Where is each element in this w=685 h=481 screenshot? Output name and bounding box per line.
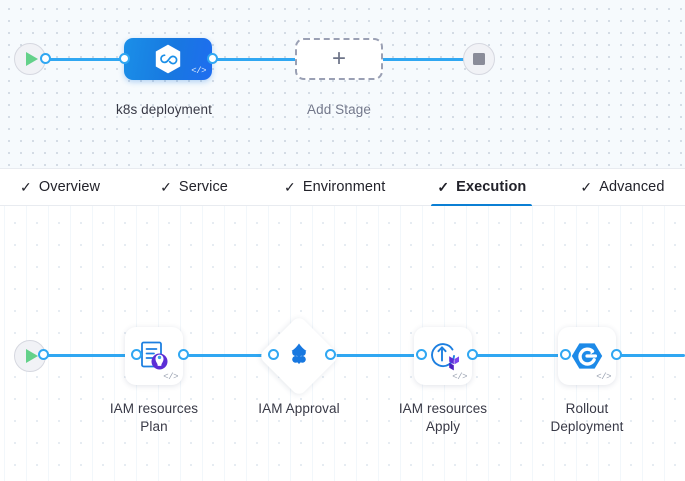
- exec-step-1-label: IAM resources Plan: [74, 400, 234, 436]
- exec-connector-4: [473, 354, 563, 357]
- execution-canvas[interactable]: </> IAM resources Plan: [0, 206, 685, 481]
- plus-icon: +: [331, 45, 346, 72]
- exec-step-2-input-port[interactable]: [268, 349, 279, 360]
- exec-step-1-input-port[interactable]: [131, 349, 142, 360]
- stage-node-input-port[interactable]: [119, 53, 130, 64]
- tab-execution-label: Execution: [456, 179, 527, 195]
- exec-start-port[interactable]: [38, 349, 49, 360]
- exec-step-4-input-port[interactable]: [560, 349, 571, 360]
- stop-icon: [473, 53, 485, 65]
- exec-step-4-label: Rollout Deployment: [507, 400, 667, 436]
- exec-step-4-label-line1: Rollout: [565, 401, 609, 416]
- exec-step-3-input-port[interactable]: [416, 349, 427, 360]
- tab-overview[interactable]: ✓ Overview: [4, 168, 116, 206]
- stage-node-k8s-deployment[interactable]: </>: [124, 38, 212, 80]
- exec-step-1-output-port[interactable]: [178, 349, 189, 360]
- stage-end-node[interactable]: [463, 43, 495, 75]
- exec-start-node[interactable]: [14, 340, 46, 372]
- stage-tabbar: ✓ Overview ✓ Service ✓ Environment ✓ Exe…: [0, 168, 685, 207]
- tab-execution[interactable]: ✓ Execution: [421, 168, 542, 207]
- play-icon: [25, 349, 38, 363]
- tab-service[interactable]: ✓ Service: [144, 168, 244, 206]
- rollout-deployment-icon: [570, 340, 604, 372]
- stage-connector-2: [212, 58, 300, 61]
- exec-step-4-code-badge: </>: [596, 372, 611, 382]
- exec-step-4-label-line2: Deployment: [550, 419, 624, 434]
- exec-step-1-code-badge: </>: [163, 372, 178, 382]
- stage-node-output-port[interactable]: [207, 53, 218, 64]
- exec-connector-1: [40, 354, 135, 357]
- add-stage-button[interactable]: +: [295, 38, 383, 80]
- harness-infinity-icon: [153, 43, 183, 75]
- stage-start-port[interactable]: [40, 53, 51, 64]
- exec-step-2-label: IAM Approval: [219, 400, 379, 418]
- approval-diamond-icon: [283, 340, 315, 372]
- stage-connector-3: [378, 58, 470, 61]
- exec-step-2-output-port[interactable]: [325, 349, 336, 360]
- check-icon: ✓: [283, 179, 296, 195]
- check-icon: ✓: [437, 179, 450, 195]
- stage-code-badge: </>: [191, 66, 206, 76]
- exec-step-iam-approval[interactable]: [257, 314, 341, 398]
- stage-connector-1: [42, 58, 132, 61]
- check-icon: ✓: [160, 179, 172, 195]
- exec-step-1-label-line1: IAM resources: [109, 401, 199, 416]
- check-icon: ✓: [580, 179, 593, 195]
- exec-connector-5: [616, 354, 685, 357]
- exec-step-1-label-line2: Plan: [140, 419, 168, 434]
- exec-connector-2: [188, 354, 273, 357]
- terraform-apply-icon: [425, 339, 461, 373]
- terraform-plan-icon: [137, 339, 171, 373]
- exec-step-3-label-line2: Apply: [425, 419, 461, 434]
- tab-advanced-label: Advanced: [599, 179, 665, 195]
- check-icon: ✓: [20, 179, 32, 195]
- tab-environment-label: Environment: [302, 179, 386, 195]
- exec-step-2-label-line1: IAM Approval: [258, 401, 340, 416]
- tab-advanced[interactable]: ✓ Advanced: [564, 168, 680, 206]
- exec-connector-3: [330, 354, 420, 357]
- exec-step-3-label: IAM resources Apply: [363, 400, 523, 436]
- add-stage-label: Add Stage: [307, 102, 371, 117]
- exec-step-3-label-line1: IAM resources: [398, 401, 488, 416]
- stage-start-node[interactable]: [14, 43, 46, 75]
- tab-service-label: Service: [178, 179, 228, 195]
- tab-environment[interactable]: ✓ Environment: [268, 168, 401, 206]
- play-icon: [25, 52, 38, 66]
- tab-overview-label: Overview: [38, 179, 101, 195]
- stage-canvas[interactable]: </> k8s deployment + Add Stage: [0, 0, 685, 168]
- exec-step-3-code-badge: </>: [452, 372, 467, 382]
- exec-step-3-output-port[interactable]: [467, 349, 478, 360]
- stage-node-label: k8s deployment: [116, 102, 212, 117]
- exec-step-4-output-port[interactable]: [611, 349, 622, 360]
